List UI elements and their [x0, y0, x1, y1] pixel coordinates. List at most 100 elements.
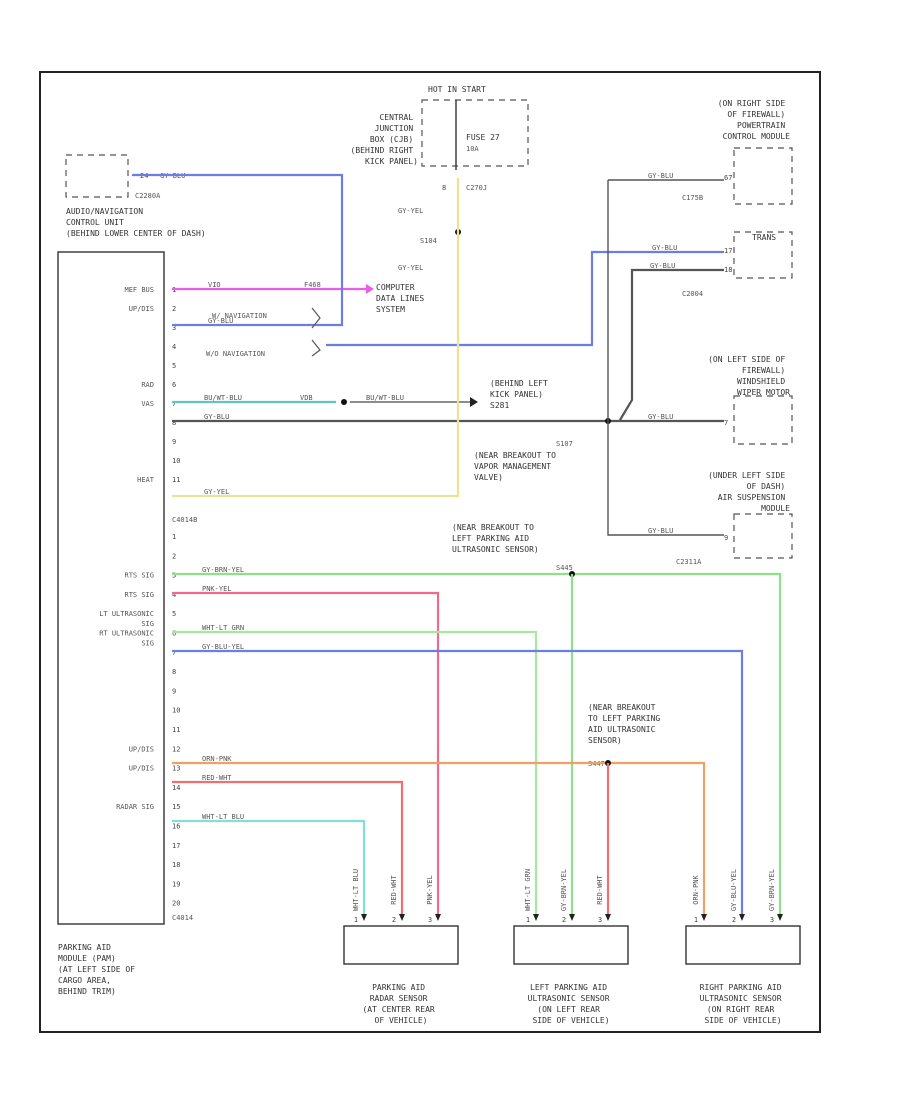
wiper-line: WINDSHIELD [737, 377, 785, 386]
breakout1-line: ULTRASONIC SENSOR) [452, 545, 539, 554]
wire-updis-1-label: ORN-PNK [202, 755, 232, 763]
sensor-pin-arrow [777, 914, 783, 921]
cjb-hot-in-start: HOT IN START [428, 85, 486, 94]
sensor-pin-arrow [701, 914, 707, 921]
wire-s107-bus [607, 180, 724, 536]
pcm-line: (ON RIGHT SIDE [718, 99, 786, 108]
radar-sensor-line: RADAR SENSOR [370, 994, 428, 1003]
module-connector-label: C4014B [172, 516, 197, 524]
left-sensor-line: LEFT PARKING AID [530, 983, 607, 992]
module-pin-number: 4 [172, 343, 176, 351]
wire-updis-2 [172, 780, 404, 916]
audio-nav-line: (BEHIND LOWER CENTER OF DASH) [66, 229, 206, 238]
right-sensor-line: SIDE OF VEHICLE) [704, 1016, 781, 1025]
sensor-wire-label: RED-WHT [596, 874, 604, 904]
module-pin-number: 9 [172, 687, 176, 695]
sensor-pin-number: 1 [526, 916, 530, 924]
cjb-title: CENTRAL JUNCTION BOX (CJB) (BEHIND RIGHT… [351, 113, 418, 166]
module-pin-number: 12 [172, 745, 180, 753]
tcm-title: TRANS [752, 233, 776, 242]
sensor-wire-label: ORN-PNK [692, 874, 700, 904]
module-pin-label: VAS [141, 400, 154, 408]
pcm-pin: 67 [724, 174, 732, 182]
module-pin-label: RADAR SIG [116, 803, 154, 811]
computer-bus-line: DATA LINES [376, 294, 424, 303]
pcm-line: POWERTRAIN [737, 121, 785, 130]
sensor-wire-label: WHT-LT BLU [352, 869, 360, 911]
sensor-pin-number: 3 [598, 916, 602, 924]
right-sensor-line: RIGHT PARKING AID [700, 983, 782, 992]
air-susp-line: (UNDER LEFT SIDE [708, 471, 785, 480]
breakout1-id: S445 [556, 564, 573, 572]
computer-bus-line: SYSTEM [376, 305, 405, 314]
cjb-line: CENTRAL [379, 113, 413, 122]
module-pin-number: 10 [172, 707, 180, 715]
wire-rts-1 [172, 572, 782, 916]
cjb-line: JUNCTION [375, 124, 414, 133]
sensor-wire-label: RED-WHT [390, 874, 398, 904]
sensor-wire-label: GY-BRN-YEL [560, 869, 568, 911]
wiper-line: WIPER MOTOR [737, 388, 790, 397]
s107-line: VAPOR MANAGEMENT [474, 462, 551, 471]
cjb-wire-label-2: GY-YEL [398, 264, 423, 272]
radar-sensor-line: (AT CENTER REAR [362, 1005, 434, 1014]
module-pin-number: 3 [172, 572, 176, 580]
sensor-pin-number: 1 [354, 916, 358, 924]
radar-sensor-title: PARKING AID RADAR SENSOR (AT CENTER REAR… [362, 983, 439, 1025]
nav-option-with: W/ NAVIGATION [212, 312, 267, 320]
module-pin-number: 8 [172, 419, 176, 427]
wiper-title: (ON LEFT SIDE OF FIREWALL) WINDSHIELD WI… [708, 355, 790, 397]
wire-nav-bus-label: GY-BLU [652, 244, 677, 252]
tcm-connector-box [733, 231, 793, 279]
s281-line: KICK PANEL) [490, 390, 543, 399]
module-pin-number: 8 [172, 668, 176, 676]
wire-rts-1-label: GY-BRN-YEL [202, 566, 244, 574]
audio-nav-connector-box [65, 154, 129, 198]
sensor-pin-number: 2 [562, 916, 566, 924]
wire-updis-2-label: RED-WHT [202, 774, 232, 782]
wire-heat [172, 178, 460, 498]
right-sensor-line: ULTRASONIC SENSOR [700, 994, 782, 1003]
module-pin-number: 6 [172, 630, 176, 638]
wire-upd-label: GY-BLU [208, 317, 233, 325]
air-susp-connector: C2311A [676, 558, 702, 566]
module-pin-number: 2 [172, 305, 176, 313]
module-title: PARKING AID MODULE (PAM) (AT LEFT SIDE O… [58, 943, 140, 996]
sensor-pin-arrow [435, 914, 441, 921]
radar-sensor-box [343, 925, 459, 965]
sensor-pin-number: 1 [694, 916, 698, 924]
breakout1-line: LEFT PARKING AID [452, 534, 529, 543]
module-pin-label: RAD [141, 381, 154, 389]
module-pin-number: 19 [172, 880, 180, 888]
air-susp-pin: 9 [724, 534, 728, 542]
module-pin-number: 5 [172, 610, 176, 618]
diagram-frame [39, 71, 821, 1033]
pcm-connector: C175B [682, 194, 703, 202]
module-pin-number: 2 [172, 552, 176, 560]
air-susp-line: AIR SUSPENSION [718, 493, 786, 502]
pcm-connector-box [733, 147, 793, 205]
module-pin-label: UP/DIS [129, 765, 154, 773]
module-pin-label: HEAT [137, 476, 155, 484]
module-pin-number: 1 [172, 533, 176, 541]
audio-nav-title: AUDIO/NAVIGATION CONTROL UNIT (BEHIND LO… [66, 207, 206, 238]
cjb-connector: C270J [466, 184, 487, 192]
pcm-title: (ON RIGHT SIDE OF FIREWALL) POWERTRAIN C… [718, 99, 790, 141]
air-susp-connector-box [733, 513, 793, 559]
pcm-line: CONTROL MODULE [723, 132, 791, 141]
cjb-fuse-amp: 10A [466, 145, 479, 153]
module-pin-label: LT ULTRASONIC [99, 610, 154, 618]
tcm-pin-1: 17 [724, 247, 732, 255]
audio-nav-line: CONTROL UNIT [66, 218, 124, 227]
left-sensor-line: (ON LEFT REAR [537, 1005, 600, 1014]
wire-radar-sig-label: WHT-LT BLU [202, 813, 244, 821]
audio-nav-connector: C2280A [135, 192, 161, 200]
sensor-wire-label: PNK-YEL [426, 875, 434, 905]
module-pin-label: UP/DIS [129, 305, 154, 313]
module-pin-label: UP/DIS [129, 745, 154, 753]
module-pin-number: 17 [172, 842, 180, 850]
module-pin-number: 9 [172, 438, 176, 446]
